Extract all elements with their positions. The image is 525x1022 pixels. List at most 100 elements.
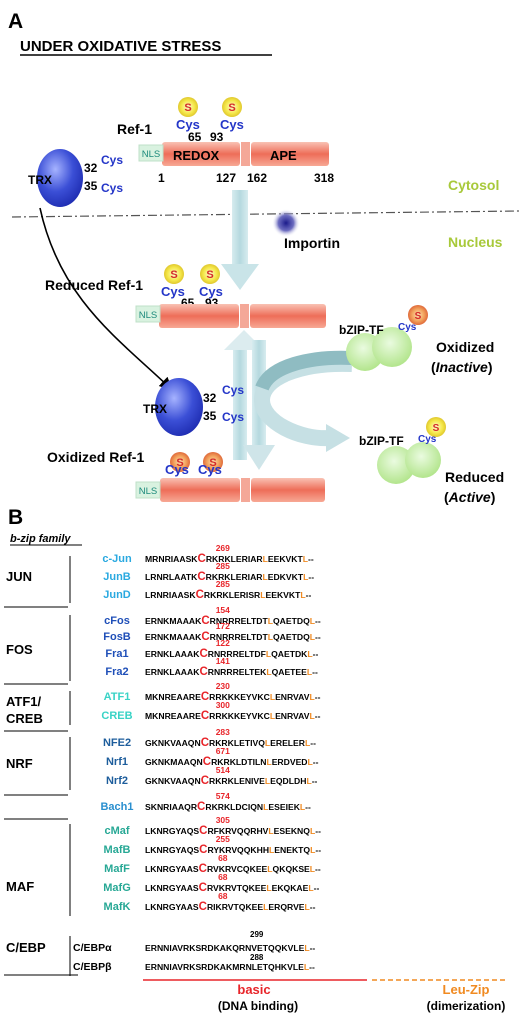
- cebp-group: C/EBP C/EBPα 299 ERNNIAVRKSRDKAKQRNVETQQ…: [4, 930, 315, 976]
- gene-name: Nrf1: [106, 756, 128, 768]
- sequence: ERNKMAAAKCRNRRRELTDTLQAETDQL--: [145, 631, 321, 643]
- cys-position: 283: [216, 727, 230, 737]
- membrane-line: [11, 210, 521, 218]
- active-label: (Active): [444, 489, 495, 505]
- cys-label-bottom-2: Cys: [198, 462, 222, 477]
- bzip-tf-reduced: S: [377, 417, 446, 484]
- cebp-beta-name: C/EBPβ: [73, 961, 112, 973]
- gene-name: NFE2: [103, 737, 131, 749]
- position-127: 127: [216, 171, 236, 185]
- cys-position: 671: [216, 746, 230, 756]
- reduced-ref1-label: Reduced Ref-1: [45, 277, 143, 293]
- cys-position: 285: [216, 561, 230, 571]
- gene-group: ATF1/CREBATF1230MKNREAARECRRKKKEYVKCLENR…: [6, 681, 321, 726]
- gene-name: MafB: [104, 844, 131, 856]
- svg-text:S: S: [228, 102, 235, 114]
- position-1: 1: [158, 171, 165, 185]
- cys-position: 68: [218, 853, 228, 863]
- gene-group: MAFcMaf305LKNRGYAQSCRFKRVQQRHVLESEKNQL--…: [6, 815, 321, 916]
- cys-position: 300: [216, 700, 230, 710]
- sequence: GKNKVAAQNCRKRKLETIVQLERELERL--: [145, 737, 316, 749]
- svg-text:S: S: [433, 423, 440, 434]
- bzip-cys-top: Cys: [398, 322, 417, 333]
- cys-label-top-1: Cys: [176, 117, 200, 132]
- leuzip-label: Leu-Zip: [443, 982, 490, 997]
- importin-label: Importin: [284, 235, 340, 251]
- oxidized-ref1-label: Oxidized Ref-1: [47, 449, 144, 465]
- ref1-label: Ref-1: [117, 121, 152, 137]
- ape-domain-label: APE: [270, 148, 297, 163]
- svg-text:TRX: TRX: [28, 173, 52, 187]
- cys-position: 141: [216, 656, 230, 666]
- reduced-ref1-bar: [159, 304, 326, 328]
- trx-top: TRX 32 35 Cys Cys: [28, 149, 123, 207]
- importin-dot: [272, 209, 300, 237]
- gene-name: Nrf2: [106, 775, 128, 787]
- nls-tag-top: NLS: [138, 144, 164, 162]
- ref1-domain-bar: [162, 142, 329, 166]
- cebp-beta-num: 288: [250, 953, 264, 962]
- group-label: NRF: [6, 756, 33, 771]
- sequence: MRNRIAASKCRKRKLERIARLEEKVKTL--: [145, 553, 314, 565]
- trx-bottom: TRX 32 35 Cys Cys: [143, 378, 244, 436]
- cys-label-mid-1: Cys: [161, 284, 185, 299]
- basic-label: basic: [237, 982, 270, 997]
- sequence: LKNRGYAASCRIKRVTQKEELERQRVEL--: [145, 901, 316, 913]
- svg-text:(Inactive): (Inactive): [431, 359, 492, 375]
- svg-text:S: S: [206, 269, 213, 281]
- gene-name: FosB: [103, 631, 131, 643]
- bzip-tf-label-bottom: bZIP-TF: [359, 434, 404, 448]
- inactive-label: (Inactive): [431, 359, 492, 375]
- gene-name: Fra1: [105, 648, 128, 660]
- bzip-reduction-arrow: [253, 350, 353, 452]
- sequence: LKNRGYAQSCRYKRVQQKHHLENEKTQL--: [145, 844, 321, 856]
- gene-group: NRF NFE2 283GKNKVAAQNCRKRKLETIVQLERELERL--…: [6, 727, 319, 790]
- gene-name: Fra2: [105, 666, 128, 678]
- svg-text:NLS: NLS: [142, 149, 160, 160]
- group-label: JUN: [6, 569, 32, 584]
- svg-text:35: 35: [84, 179, 98, 193]
- leuzip-sublabel: (dimerization): [427, 999, 506, 1013]
- redox-domain-label: REDOX: [173, 148, 220, 163]
- bzip-cys-bottom: Cys: [418, 434, 437, 445]
- group-label: ATF1/CREB: [6, 694, 43, 726]
- cys-position: 154: [216, 605, 230, 615]
- sequence: LKNRGYAQSCRFKRVQQRHVLESEKNQL--: [145, 825, 321, 837]
- bzip-tf-oxidized: S: [346, 305, 428, 371]
- gene-name: JunB: [103, 571, 131, 583]
- sequence: LRNRLAATKCRKRKLERIARLEDKVKTL--: [145, 571, 314, 583]
- gene-name: MafF: [104, 863, 130, 875]
- cys-position: 230: [216, 681, 230, 691]
- gene-name: MafK: [104, 901, 131, 913]
- svg-text:Cys: Cys: [101, 153, 123, 167]
- cys-num-93-top: 93: [210, 130, 224, 144]
- nls-tag-bottom: NLS: [135, 481, 161, 499]
- svg-text:S: S: [176, 457, 183, 469]
- cebp-alpha-name: C/EBPα: [73, 942, 112, 954]
- cys-label-top-2: Cys: [220, 117, 244, 132]
- gene-group: FOScFos154ERNKMAAAKCRNRRRELTDTLQAETDQL--…: [6, 605, 321, 681]
- sequence: LRNRIAASKCRKRKLERISRLEEKVKTL--: [145, 589, 311, 601]
- position-162: 162: [247, 171, 267, 185]
- svg-text:S: S: [170, 269, 177, 281]
- gene-name: Bach1: [100, 801, 133, 813]
- panel-b: B b-zip family JUNc-Jun269MRNRIAASKCRKRK…: [4, 506, 505, 1013]
- cys-position: 68: [218, 872, 228, 882]
- cebp-alpha-seq: ERNNIAVRKSRDKAKQRNVETQQKVLEL--: [145, 943, 315, 953]
- gene-group: JUNc-Jun269MRNRIAASKCRKRKLERIARLEEKVKTL-…: [6, 543, 314, 603]
- cytosol-label: Cytosol: [448, 177, 499, 193]
- svg-text:35: 35: [203, 409, 217, 423]
- sulfur-bottom-65: S: [170, 452, 190, 472]
